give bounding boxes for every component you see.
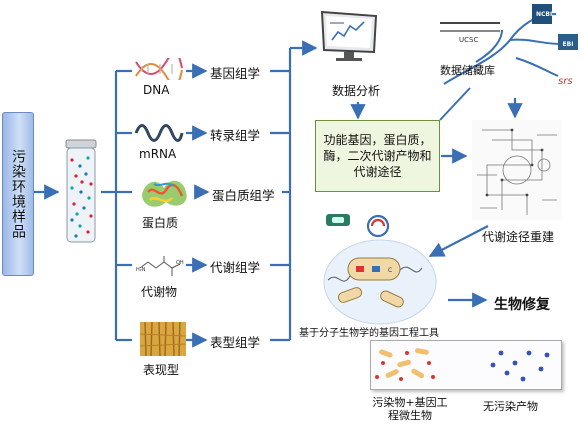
clean-product-label: 无污染产物 (483, 400, 538, 413)
svg-text:srs: srs (558, 76, 573, 87)
transcriptomics-label: 转录组学 (210, 128, 261, 143)
metabolite-label: 代谢物 (141, 285, 178, 299)
ncbi-logo: NCBI (536, 11, 553, 18)
ucsc-logo: UCSC (459, 36, 479, 44)
genomics-label: 基因组学 (210, 66, 261, 81)
database-network-icon: srs (440, 4, 578, 87)
dna-helix-icon (135, 58, 183, 80)
pathway-reconstruction-label: 代谢途径重建 (482, 230, 555, 244)
sample-label: 污染环境样品 (10, 149, 26, 239)
functional-elements-text: 功能基因，蛋白质，酶，二次代谢产物和代谢途径 (323, 133, 432, 179)
sample-box: 污染环境样品 (2, 112, 34, 276)
svg-text:H₂N: H₂N (136, 267, 146, 273)
mrna-strand-icon (134, 124, 184, 142)
functional-elements-box: 功能基因，蛋白质，酶，二次代谢产物和代谢途径 (315, 120, 440, 192)
protein-label: 蛋白质 (142, 216, 179, 230)
protein-structure-icon (142, 180, 187, 207)
engineered-bacterium-icon: C (323, 214, 437, 325)
result-box (370, 340, 562, 390)
svg-text:C: C (388, 267, 392, 274)
proteomics-label: 蛋白质组学 (212, 188, 275, 203)
database-label: 数据储藏库 (440, 64, 495, 77)
phenomics-label: 表型组学 (210, 335, 261, 350)
svg-text:OH: OH (176, 260, 184, 266)
pollutant-microbe-label: 污染物+基因工程微生物 (372, 396, 448, 422)
metabolite-structure-icon: H₂N OH (136, 256, 184, 276)
dna-label: DNA (143, 83, 170, 97)
sample-tube-icon (65, 139, 97, 243)
gene-engineering-tool-label: 基于分子生物学的基因工程工具 (299, 328, 439, 339)
computer-monitor-icon (320, 10, 378, 61)
metabolomics-label: 代谢组学 (210, 260, 261, 275)
bioremediation-label: 生物修复 (494, 297, 550, 313)
ebi-logo: EBI (562, 41, 574, 48)
pathway-map-icon (472, 120, 562, 220)
data-analysis-label: 数据分析 (332, 84, 381, 98)
result-illustration-icon (375, 348, 550, 382)
phenotype-icon (140, 322, 186, 356)
phenotype-label: 表现型 (143, 363, 180, 377)
mrna-label: mRNA (139, 147, 177, 161)
